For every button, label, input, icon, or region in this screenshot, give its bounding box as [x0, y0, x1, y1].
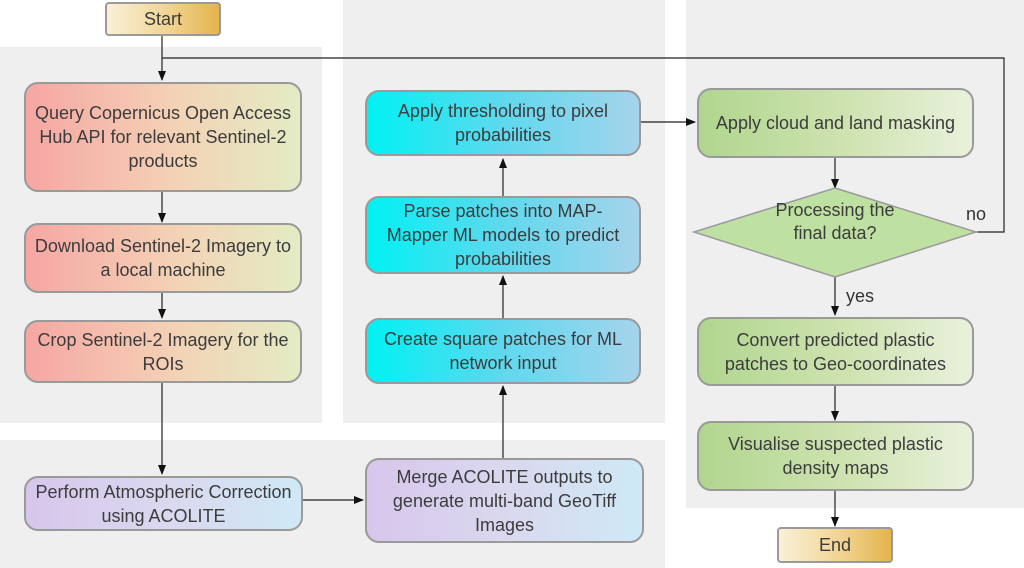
- crop-imagery-box[interactable]: Crop Sentinel-2 Imagery for the ROIs: [24, 320, 302, 383]
- end-terminal[interactable]: End: [777, 527, 893, 563]
- query-api-text: Query Copernicus Open Access Hub API for…: [34, 103, 292, 171]
- cloud-masking-box[interactable]: Apply cloud and land masking: [697, 88, 974, 158]
- square-patches-text: Create square patches for ML network inp…: [383, 329, 623, 373]
- thresholding-text: Apply thresholding to pixel probabilitie…: [397, 101, 609, 145]
- start-label: Start: [143, 9, 182, 29]
- visualise-maps-text: Visualise suspected plastic density maps: [728, 434, 943, 478]
- crop-imagery-text: Crop Sentinel-2 Imagery for the ROIs: [37, 329, 289, 374]
- decision-diamond-shape[interactable]: [691, 187, 979, 278]
- end-label: End: [818, 535, 852, 555]
- query-api-box[interactable]: Query Copernicus Open Access Hub API for…: [24, 82, 302, 192]
- atmospheric-correction-box[interactable]: Perform Atmospheric Correction using ACO…: [24, 476, 303, 531]
- parse-patches-box[interactable]: Parse patches into MAP-Mapper ML models …: [365, 196, 641, 274]
- merge-outputs-box[interactable]: Merge ACOLITE outputs to generate multi-…: [365, 458, 644, 543]
- merge-outputs-text: Merge ACOLITE outputs to generate multi-…: [392, 466, 617, 535]
- yes-label: yes: [846, 286, 875, 306]
- convert-coordinates-text: Convert predicted plastic patches to Geo…: [724, 329, 947, 374]
- visualise-maps-box[interactable]: Visualise suspected plastic density maps: [697, 421, 974, 491]
- parse-patches-text: Parse patches into MAP-Mapper ML models …: [386, 201, 620, 269]
- atmospheric-correction-text: Perform Atmospheric Correction using ACO…: [35, 481, 292, 526]
- decision-text: Processing the final data?: [775, 200, 895, 243]
- square-patches-box[interactable]: Create square patches for ML network inp…: [365, 318, 641, 384]
- edge-no-loop: [162, 57, 1005, 233]
- download-imagery-box[interactable]: Download Sentinel-2 Imagery to a local m…: [24, 223, 302, 293]
- cloud-masking-text: Apply cloud and land masking: [715, 113, 956, 133]
- no-label: no: [966, 204, 987, 224]
- thresholding-box[interactable]: Apply thresholding to pixel probabilitie…: [365, 90, 641, 156]
- convert-coordinates-box[interactable]: Convert predicted plastic patches to Geo…: [697, 317, 974, 386]
- download-imagery-text: Download Sentinel-2 Imagery to a local m…: [34, 236, 292, 280]
- start-terminal[interactable]: Start: [105, 2, 221, 36]
